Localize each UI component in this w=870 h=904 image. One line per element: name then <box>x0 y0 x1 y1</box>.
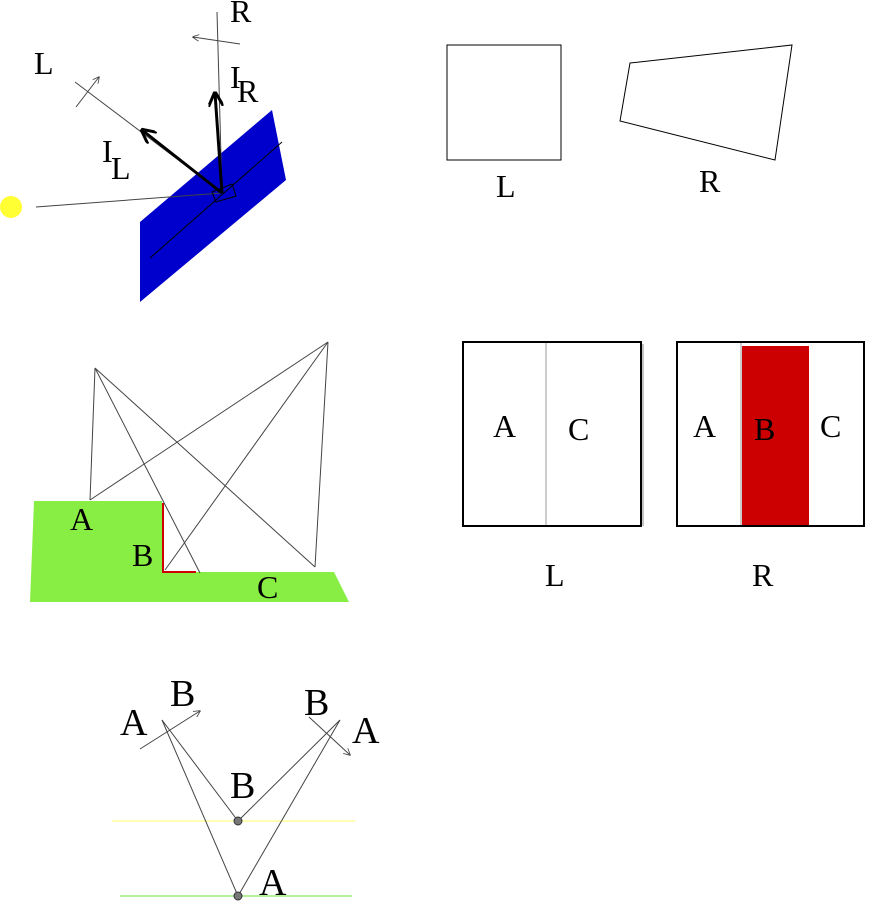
fig1-left-label: L <box>34 45 54 81</box>
right-view-arrow <box>193 37 241 45</box>
fig2-view-shapes: L R <box>446 44 793 204</box>
fig2-left-caption: L <box>496 168 516 204</box>
blue-plane <box>140 110 286 302</box>
occluded-region-b <box>742 346 809 525</box>
fig1-il-label-sub: L <box>111 150 131 186</box>
fig1-il-label-i: I <box>102 133 113 169</box>
occluded-region-line <box>162 503 196 573</box>
fig4-left-caption: L <box>545 557 565 593</box>
fig4-right-caption: R <box>752 557 774 593</box>
ray-right-cam-to-a <box>89 341 329 501</box>
fig1-ir-label-i: I <box>230 59 241 95</box>
fig5-mid-b: B <box>230 765 255 807</box>
fig5-right-a: A <box>352 710 380 752</box>
fig4-right-a: A <box>693 408 716 444</box>
left-view-square <box>446 44 562 161</box>
ir-vector-arrow <box>215 93 224 194</box>
fig3-label-c: C <box>257 569 278 605</box>
right-camera-arrow <box>308 716 350 755</box>
light-source-dot <box>0 196 22 218</box>
fig3-label-b: B <box>132 537 153 573</box>
ray-right-to-b <box>237 719 341 822</box>
ray-left-cam-to-c <box>94 367 316 568</box>
ray-left-cam-to-a <box>89 367 96 501</box>
fig2-right-caption: R <box>699 163 721 199</box>
fig4-image-regions: A C A B C L R <box>462 341 865 593</box>
ray-left-to-b <box>161 719 239 822</box>
il-vector-arrow <box>142 130 223 195</box>
fig3-label-a: A <box>70 501 93 537</box>
fig1-right-label: R <box>230 0 252 29</box>
fig1-ir-label-sub: R <box>237 73 259 109</box>
fig1-reflection-geometry: L R I L I R <box>0 0 286 302</box>
green-ground <box>30 501 349 602</box>
right-view-trapezoid <box>619 44 793 161</box>
left-view-arrow <box>75 77 99 108</box>
surface-patch-marker <box>211 183 237 203</box>
fig4-right-b: B <box>754 411 775 447</box>
point-a-dot <box>233 891 243 901</box>
fig5-depth-ordering: A B B A B A <box>112 673 380 904</box>
ray-right-cam-to-b <box>164 341 329 571</box>
fig5-left-b: B <box>170 673 195 715</box>
fig4-left-c: C <box>568 411 589 447</box>
light-ray-line <box>35 192 223 208</box>
plane-axis-line <box>149 141 283 259</box>
fig4-right-c: C <box>820 408 841 444</box>
ray-right-to-a <box>237 719 341 897</box>
ray-left-to-a <box>161 719 239 897</box>
fig5-bottom-a: A <box>259 862 287 904</box>
left-camera-arrow <box>139 711 200 750</box>
fig4-left-a: A <box>493 408 516 444</box>
point-b-dot <box>233 816 243 826</box>
ray-right-cam-to-c <box>314 341 329 568</box>
fig3-occlusion-scene: A B C <box>30 341 349 605</box>
ray-left-cam-to-b-end <box>94 367 201 574</box>
fig5-left-a: A <box>120 702 148 744</box>
fig5-right-b: B <box>304 682 329 724</box>
left-image-frame <box>462 341 642 527</box>
